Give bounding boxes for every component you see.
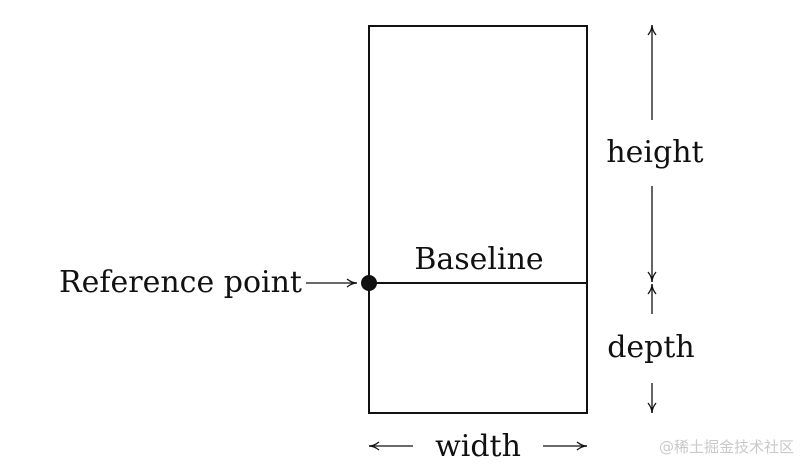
reference-point-dot — [361, 275, 377, 291]
width-label: width — [435, 429, 521, 464]
reference-point-label: Reference point — [59, 265, 302, 300]
watermark-text: @稀土掘金技术社区 — [659, 438, 794, 456]
depth-label: depth — [607, 330, 695, 365]
glyph-box — [368, 25, 588, 414]
height-label: height — [606, 135, 703, 170]
baseline-label: Baseline — [414, 242, 543, 277]
